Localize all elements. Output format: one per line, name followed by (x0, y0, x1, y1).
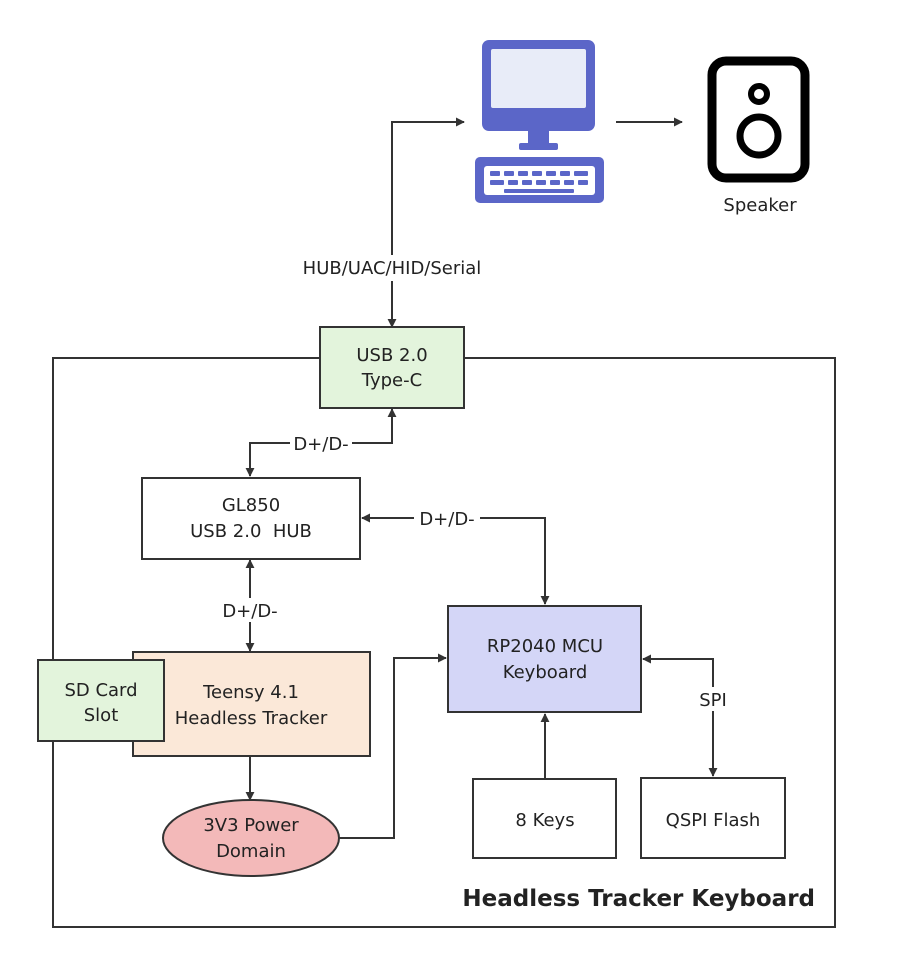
rp2040-label-line1: RP2040 MCU (487, 636, 603, 657)
power-label-line1: 3V3 Power (203, 815, 299, 836)
sd-card-label-line2: Slot (84, 705, 119, 726)
rp2040-mcu-node: RP2040 MCU Keyboard (447, 605, 642, 713)
edge-label-spi: SPI (699, 690, 727, 711)
hub-label-line1: GL850 (222, 495, 280, 516)
diagram-title: Headless Tracker Keyboard (462, 886, 815, 912)
desktop-computer-icon (475, 40, 604, 203)
edge-usb-computer (387, 117, 465, 328)
edge-power-rp2040 (339, 653, 447, 839)
speaker-label: Speaker (723, 195, 797, 216)
edge-label-hub-rp2040: D+/D- (419, 509, 474, 530)
power-domain-node: 3V3 Power Domain (162, 799, 340, 877)
keys-label: 8 Keys (515, 810, 574, 831)
teensy-label-line2: Headless Tracker (175, 708, 328, 729)
edge-label-hub-teensy: D+/D- (222, 601, 277, 622)
usb-hub-node: GL850 USB 2.0 HUB (141, 477, 361, 560)
teensy-label-line1: Teensy 4.1 (202, 682, 299, 703)
rp2040-label-line2: Keyboard (503, 662, 588, 683)
teensy-node: Teensy 4.1 Headless Tracker (132, 651, 371, 757)
hub-label-line2: USB 2.0 HUB (190, 521, 312, 542)
keys-node: 8 Keys (472, 778, 617, 859)
speaker-icon (707, 56, 810, 183)
edge-label-hub-uac-hid-serial: HUB/UAC/HID/Serial (303, 258, 482, 279)
qspi-flash-node: QSPI Flash (640, 777, 786, 859)
usb-c-label-line1: USB 2.0 (356, 345, 427, 366)
power-label-line2: Domain (216, 841, 286, 862)
sd-card-slot-node: SD Card Slot (37, 659, 165, 742)
sd-card-label-line1: SD Card (64, 680, 137, 701)
edge-label-usb-hub: D+/D- (293, 434, 348, 455)
flash-label: QSPI Flash (666, 810, 761, 831)
usb-c-label-line2: Type-C (361, 370, 422, 391)
usb-c-port-node: USB 2.0 Type-C (319, 326, 465, 409)
edge-rp2040-flash (642, 654, 718, 777)
